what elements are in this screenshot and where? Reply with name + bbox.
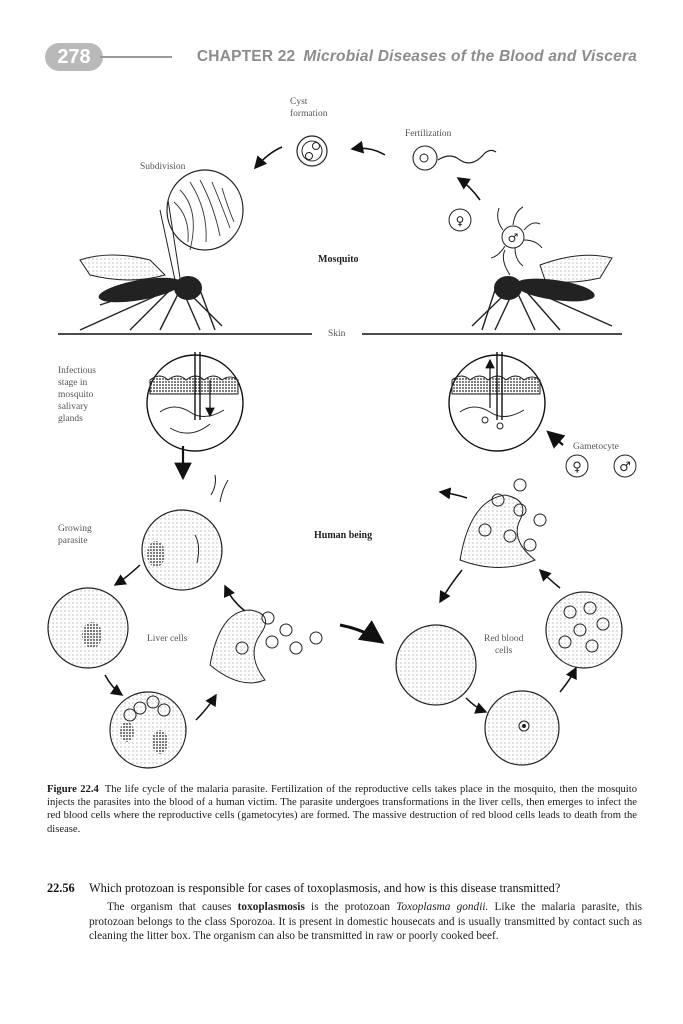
- question: 22.56 Which protozoan is responsible for…: [47, 881, 642, 896]
- answer-text: The organism that causes toxoplasmosis i…: [47, 900, 642, 944]
- life-cycle-illustration: ♀ ♂: [47, 135, 637, 769]
- page-number-badge: 278: [45, 43, 103, 71]
- answer-bold-term: toxoplasmosis: [237, 901, 305, 913]
- liver-cell-left: [47, 587, 129, 669]
- female-symbol-icon: ♀: [572, 460, 582, 475]
- mosquito-left-icon: [79, 199, 223, 331]
- label-subdivision: Subdivision: [140, 162, 186, 172]
- page-header: 278 CHAPTER 22 Microbial Diseases of the …: [0, 0, 683, 80]
- chapter-title: Microbial Diseases of the Blood and Visc…: [303, 48, 637, 65]
- mosquito-right-icon: [471, 249, 613, 331]
- skin-magnifier-left: [146, 352, 244, 452]
- label-cyst-formation: Cyst formation: [290, 97, 328, 119]
- answer-part-2: is the protozoan: [304, 901, 397, 913]
- chapter-heading: CHAPTER 22 Microbial Diseases of the Bloo…: [197, 48, 637, 66]
- liver-burst-cells: [209, 609, 323, 684]
- label-growing-parasite: Growing parasite: [58, 524, 92, 546]
- svg-text:♀: ♀: [456, 214, 465, 228]
- red-blood-cell-burst: [459, 478, 547, 568]
- header-rule: [100, 56, 172, 58]
- question-number: 22.56: [47, 881, 75, 895]
- gamete-icon: ♀ ♂: [448, 206, 543, 267]
- answer-part-3: Like the malaria parasite, this protozoa…: [89, 901, 643, 943]
- malaria-life-cycle-figure: ♀ ♂: [0, 90, 683, 770]
- svg-text:♂: ♂: [508, 231, 519, 245]
- label-skin: Skin: [324, 328, 350, 340]
- answer-italic-species: Toxoplasma gondii.: [396, 901, 489, 913]
- male-symbol-icon: ♂: [619, 460, 631, 475]
- red-blood-cell-full: [545, 591, 623, 669]
- growing-parasite-cell: [141, 509, 223, 591]
- gametocyte-icons: ♀ ♂: [565, 454, 637, 478]
- label-gametocyte: Gametocyte: [573, 442, 619, 452]
- figure-caption-text: The life cycle of the malaria parasite. …: [47, 784, 637, 835]
- question-block: 22.56 Which protozoan is responsible for…: [47, 881, 642, 944]
- label-infectious-stage: Infectious stage in mosquito salivary gl…: [58, 366, 96, 424]
- red-blood-cell-infected: [484, 690, 560, 766]
- answer-part-1: The organism that causes: [107, 901, 238, 913]
- red-blood-cell-empty: [395, 624, 477, 706]
- figure-label: Figure 22.4: [47, 784, 99, 795]
- fertilization-icon: [412, 145, 497, 171]
- skin-magnifier-right: [448, 352, 546, 452]
- liver-cell-bottom: [109, 691, 187, 769]
- label-fertilization: Fertilization: [405, 129, 452, 139]
- question-text: Which protozoan is responsible for cases…: [89, 881, 561, 895]
- chapter-number: CHAPTER 22: [196, 48, 296, 65]
- subdivision-icon: [166, 169, 244, 251]
- label-liver-cells: Liver cells: [147, 634, 188, 644]
- label-mosquito: Mosquito: [318, 254, 359, 265]
- cyst-icon: [296, 135, 328, 167]
- label-red-blood-cells: Red blood cells: [484, 634, 524, 656]
- label-human-being: Human being: [314, 530, 373, 541]
